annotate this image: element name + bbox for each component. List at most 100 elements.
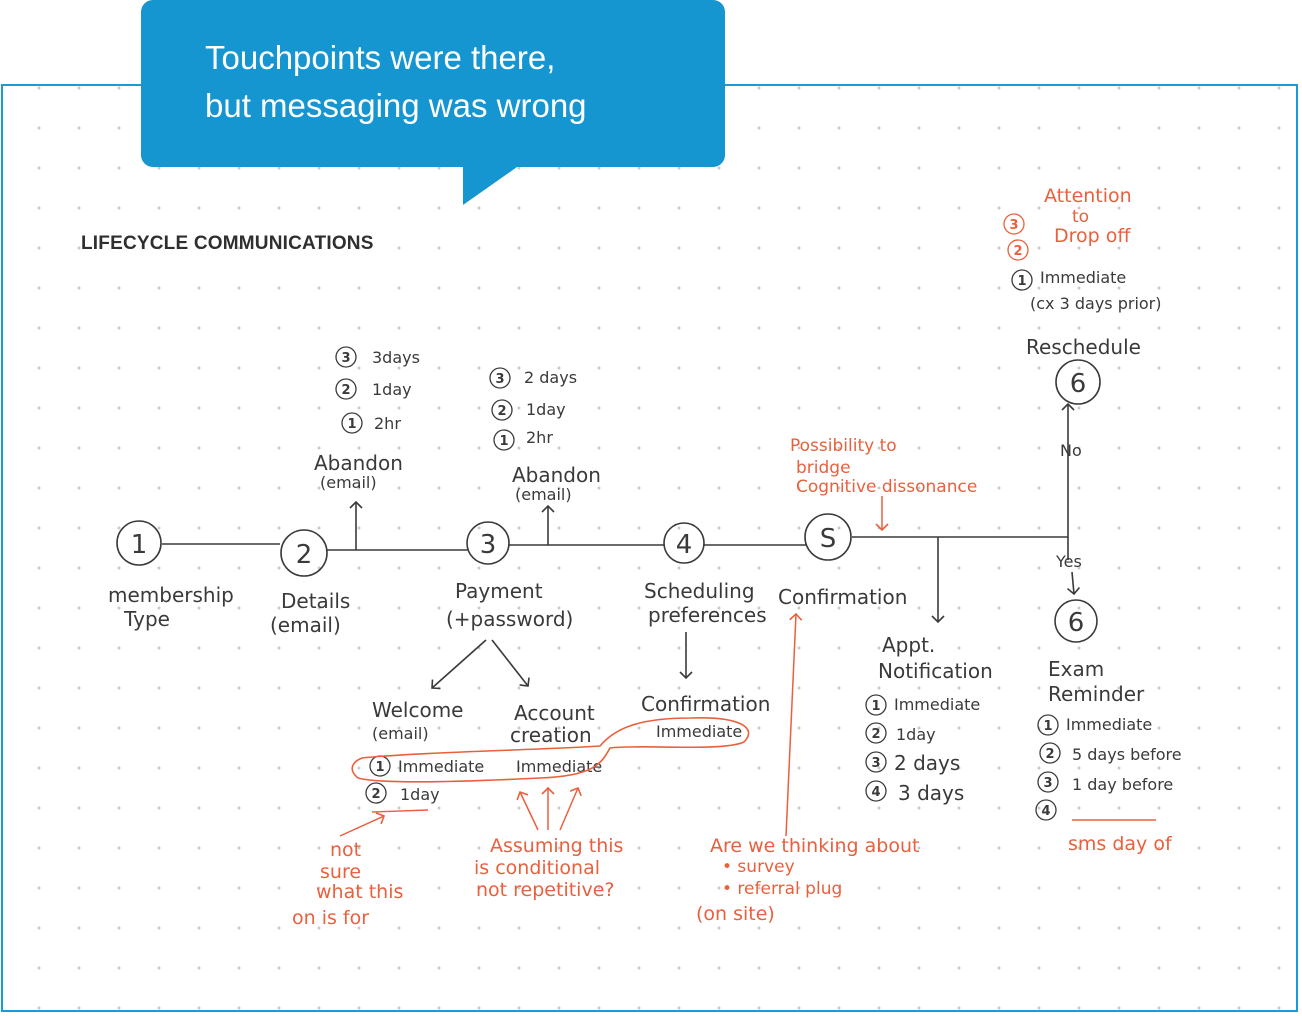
diagram-frame	[1, 84, 1298, 1012]
welcome-email: Welcome (email) 1 Immediate 2 1day	[365, 698, 484, 804]
welcome-sub: (email)	[372, 724, 429, 743]
welcome-title: Welcome	[372, 698, 463, 722]
svg-text:2: 2	[497, 404, 506, 419]
branch-no: No	[1060, 441, 1082, 460]
svg-text:1day: 1day	[896, 725, 936, 744]
step-1-label: membership	[108, 583, 234, 607]
svg-text:Immediate: Immediate	[1066, 715, 1152, 734]
svg-text:1day: 1day	[526, 400, 566, 419]
exam-reminder: 6 Exam Reminder 1 Immediate 2 5 days bef…	[1035, 599, 1182, 855]
svg-text:Immediate: Immediate	[1040, 268, 1126, 287]
abandon-payment: 3 2 days 2 1day 1 2hr Abandon (email)	[489, 367, 601, 504]
callout-text: Touchpoints were there, but messaging wa…	[205, 34, 705, 130]
note-not-sure: not sure what this on is for	[292, 809, 429, 929]
svg-text:2 days: 2 days	[894, 751, 960, 775]
svg-text:2 days: 2 days	[524, 368, 577, 387]
exam-title: Exam	[1048, 657, 1104, 681]
attention-line-3: Drop off	[1054, 225, 1131, 247]
svg-text:bridge: bridge	[796, 458, 851, 478]
account-creation: Account creation Immediate	[510, 701, 602, 776]
svg-text:sure: sure	[320, 861, 361, 883]
exam-sub: Reminder	[1048, 682, 1145, 706]
step-2: 2 Details (email)	[270, 529, 350, 637]
branch-yes: Yes	[1055, 552, 1082, 571]
reschedule: 6 Reschedule 1 Immediate (cx 3 days prio…	[1003, 185, 1162, 405]
svg-text:is conditional: is conditional	[474, 857, 600, 879]
svg-text:3: 3	[871, 756, 880, 771]
yes-arrow	[1066, 571, 1081, 596]
svg-text:4: 4	[1041, 804, 1050, 819]
svg-text:• survey: • survey	[722, 857, 795, 877]
svg-text:1: 1	[347, 417, 356, 432]
callout-line-1: Touchpoints were there,	[205, 39, 556, 76]
svg-text:Possibility to: Possibility to	[790, 436, 897, 456]
abandon-details: 3 3days 2 1day 1 2hr Abandon (email)	[314, 346, 420, 492]
confirmation-title: Confirmation	[641, 692, 770, 716]
svg-text:3: 3	[495, 372, 504, 387]
svg-text:2: 2	[1045, 747, 1054, 762]
svg-text:3: 3	[1009, 218, 1018, 233]
step-5: S Confirmation	[778, 513, 907, 609]
svg-text:1: 1	[375, 760, 384, 775]
svg-text:3: 3	[341, 351, 350, 366]
step-5-number: S	[820, 524, 837, 554]
step-3: 3 Payment (+password)	[446, 521, 573, 631]
note-possibility: Possibility to bridge Cognitive dissonan…	[790, 436, 977, 532]
immediate-highlight-loop	[351, 717, 750, 783]
step-3-number: 3	[480, 530, 497, 560]
attention-line-1: Attention	[1044, 185, 1132, 207]
callout-bubble	[141, 0, 725, 167]
abandon-payment-title: Abandon	[512, 463, 601, 487]
svg-text:1 day before: 1 day before	[1072, 775, 1173, 794]
svg-text:1: 1	[1043, 719, 1052, 734]
svg-text:5 days before: 5 days before	[1072, 745, 1182, 764]
timeline	[162, 470, 1069, 560]
svg-text:2hr: 2hr	[526, 428, 553, 447]
step-1-number: 1	[131, 530, 148, 560]
svg-text:2hr: 2hr	[374, 414, 401, 433]
account-title: Account	[514, 701, 595, 725]
step-3-label: Payment	[455, 579, 543, 603]
account-arrow	[491, 639, 530, 687]
confirmation-email: Confirmation Immediate	[641, 692, 770, 741]
step-4-label: Scheduling	[644, 579, 755, 603]
svg-text:3: 3	[1043, 776, 1052, 791]
svg-text:not: not	[330, 839, 361, 861]
svg-text:2: 2	[341, 383, 350, 398]
note-assuming: Assuming this is conditional not repetit…	[474, 786, 623, 901]
exam-number: 6	[1068, 608, 1085, 638]
step-4-sublabel: preferences	[648, 603, 767, 627]
svg-text:not repetitive?: not repetitive?	[476, 879, 614, 901]
step-2-sublabel: (email)	[270, 613, 341, 637]
step-1-sublabel: Type	[123, 607, 170, 631]
attention-line-2: to	[1072, 207, 1089, 227]
svg-text:Are we thinking about: Are we thinking about	[710, 835, 919, 857]
step-2-number: 2	[296, 540, 313, 570]
account-sub: creation	[510, 723, 592, 747]
step-5-label: Confirmation	[778, 585, 907, 609]
callout-line-2: but messaging was wrong	[205, 87, 587, 124]
step-2-label: Details	[281, 589, 350, 613]
svg-text:Immediate: Immediate	[398, 757, 484, 776]
svg-text:what this: what this	[316, 881, 403, 903]
abandon-details-title: Abandon	[314, 451, 403, 475]
step-4: 4 Scheduling preferences	[644, 522, 767, 627]
step-1: 1 membership Type	[108, 520, 234, 631]
svg-text:1day: 1day	[372, 380, 412, 399]
svg-text:2: 2	[871, 727, 880, 742]
step-4-number: 4	[676, 530, 693, 560]
svg-text:2: 2	[371, 787, 380, 802]
note-thinking: Are we thinking about • survey • referra…	[696, 612, 919, 925]
svg-text:4: 4	[871, 785, 880, 800]
svg-text:2: 2	[1013, 244, 1022, 259]
reschedule-sub: (cx 3 days prior)	[1030, 294, 1162, 313]
reschedule-number: 6	[1070, 369, 1087, 399]
svg-text:Assuming this: Assuming this	[490, 835, 623, 857]
welcome-arrow	[431, 639, 487, 690]
appt-sub: Notification	[878, 659, 993, 683]
svg-text:3days: 3days	[372, 348, 420, 367]
appt-notification: Appt. Notification 1 Immediate 2 1day 3 …	[865, 633, 993, 805]
appt-title: Appt.	[882, 633, 935, 657]
svg-text:1day: 1day	[400, 785, 440, 804]
